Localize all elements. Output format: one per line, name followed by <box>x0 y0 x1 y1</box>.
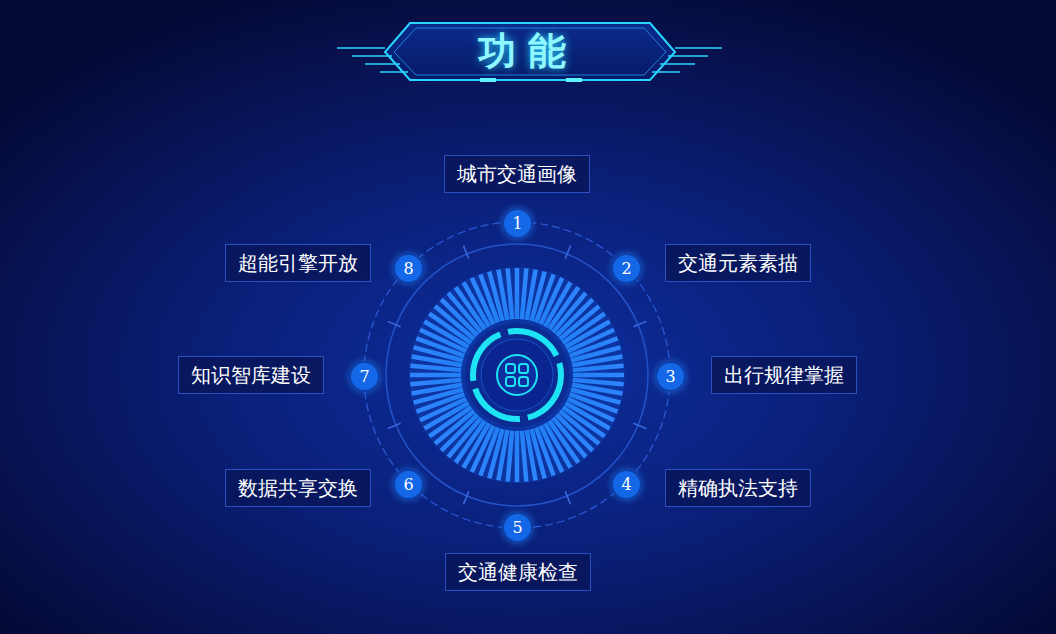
function-label-box: 交通健康检查 <box>445 553 591 591</box>
function-name: 知识智库建设 <box>191 363 311 387</box>
central-dial <box>364 222 670 528</box>
callout-number: 2 <box>613 255 640 282</box>
radial-bar <box>515 268 520 319</box>
dial-tick <box>633 321 646 326</box>
radial-bar <box>410 366 461 370</box>
function-name: 精确执法支持 <box>678 476 798 500</box>
callout-number: 4 <box>613 471 640 498</box>
function-label-box: 数据共享交换 <box>225 469 371 507</box>
function-label-box: 出行规律掌握 <box>711 356 857 394</box>
number-badge: 4 <box>613 471 640 498</box>
dial-tick <box>565 491 570 504</box>
function-name: 城市交通画像 <box>457 162 577 186</box>
radial-bar <box>498 270 507 320</box>
radial-bar <box>573 380 624 384</box>
function-label-box: 交通元素素描 <box>665 244 811 282</box>
radial-bar <box>508 431 512 482</box>
radial-bar <box>410 380 461 384</box>
number-badge: 8 <box>395 255 422 282</box>
function-name: 超能引擎开放 <box>238 251 358 275</box>
callout-number: 7 <box>351 363 378 390</box>
function-name: 交通健康检查 <box>458 560 578 584</box>
dial-tick <box>633 423 646 428</box>
radial-bar <box>410 373 461 378</box>
title: 功能 <box>478 29 578 73</box>
radial-bar <box>515 431 520 482</box>
dial-tick <box>463 491 468 504</box>
callout-number: 1 <box>504 210 531 237</box>
function-label-box: 超能引擎开放 <box>225 244 371 282</box>
dial-tick <box>463 246 468 259</box>
function-name: 交通元素素描 <box>678 251 798 275</box>
dial-tick <box>388 321 401 326</box>
function-name: 出行规律掌握 <box>724 363 844 387</box>
callout-number: 6 <box>395 471 422 498</box>
radial-bar <box>573 373 624 378</box>
number-badge: 5 <box>504 514 531 541</box>
radial-bar <box>572 356 622 365</box>
function-label-box: 精确执法支持 <box>665 469 811 507</box>
function-label-box: 知识智库建设 <box>178 356 324 394</box>
number-badge: 3 <box>657 363 684 390</box>
function-label-box: 城市交通画像 <box>444 155 590 193</box>
function-name: 数据共享交换 <box>238 476 358 500</box>
radial-bar <box>522 431 526 482</box>
dial-tick <box>565 246 570 259</box>
radial-bar <box>508 268 512 319</box>
radial-bar <box>412 385 462 394</box>
radial-bar <box>522 268 526 319</box>
number-badge: 6 <box>395 471 422 498</box>
title-wrap: 功能 <box>0 28 1056 74</box>
radial-bar <box>527 430 536 480</box>
radial-bar <box>573 366 624 370</box>
number-badge: 1 <box>504 210 531 237</box>
callout-number: 8 <box>395 255 422 282</box>
title-banner <box>337 23 722 80</box>
callout-number: 3 <box>657 363 684 390</box>
callout-number: 5 <box>504 514 531 541</box>
dial-tick <box>388 423 401 428</box>
number-badge: 7 <box>351 363 378 390</box>
number-badge: 2 <box>613 255 640 282</box>
